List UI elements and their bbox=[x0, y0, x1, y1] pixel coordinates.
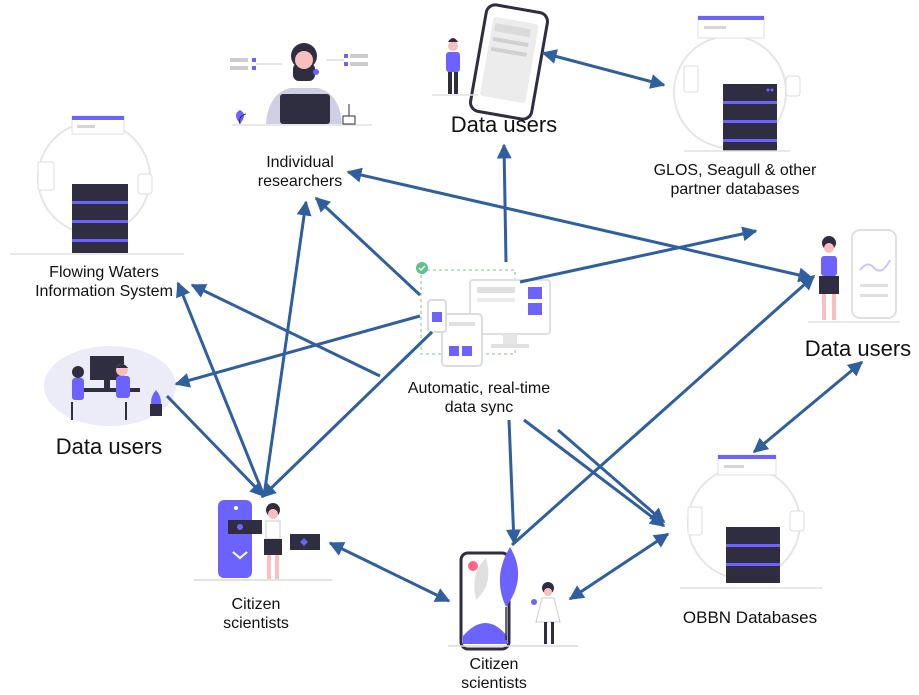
arrow-right-users-obbn bbox=[752, 360, 864, 454]
phone-leaf-illustration bbox=[448, 547, 578, 651]
arrows-group bbox=[165, 49, 864, 603]
mobile-app-person-illustration bbox=[808, 229, 900, 323]
arrow-citizen-left-bottom bbox=[328, 541, 451, 603]
label-citizen-bottom: Citizen scientists bbox=[461, 656, 527, 692]
laptop-researcher-illustration bbox=[230, 43, 372, 126]
phone-person-illustration bbox=[432, 3, 549, 121]
label-left-data-users: Data users bbox=[55, 434, 163, 459]
arrow-top-users-partner bbox=[541, 49, 666, 89]
arrow-obbn-feed bbox=[557, 428, 666, 524]
label-center-sync: Automatic, real-time data sync bbox=[407, 380, 551, 416]
server-illustration bbox=[10, 115, 184, 255]
server-illustration bbox=[680, 454, 822, 589]
label-right-data-users: Data users bbox=[804, 336, 912, 361]
arrow-citizen-left-researchers bbox=[262, 200, 312, 497]
arrow-sync-partner bbox=[519, 226, 758, 284]
arrow-sync-fwis-path bbox=[190, 283, 381, 378]
label-fwis: Flowing Waters Information System bbox=[35, 264, 173, 300]
phone-woman-illustration bbox=[194, 500, 332, 581]
label-top-data-users: Data users bbox=[450, 112, 558, 137]
arrow-researchers-right-users bbox=[346, 167, 814, 283]
arrow-sync-citizen-bottom bbox=[505, 419, 521, 545]
arrow-sync-top-users bbox=[496, 143, 512, 263]
label-partner-databases: GLOS, Seagull & other partner databases bbox=[653, 162, 817, 198]
arrow-citizen-left-left-users bbox=[165, 394, 266, 498]
devices-sync-illustration bbox=[416, 262, 551, 367]
label-citizen-left: Citizen scientists bbox=[223, 596, 289, 632]
server-illustration bbox=[673, 15, 801, 152]
label-individual-researchers: Individual researchers bbox=[257, 154, 343, 190]
arrow-citizen-bottom-right-users bbox=[511, 274, 816, 547]
arrow-sync-left-users bbox=[174, 314, 421, 388]
arrow-citizen-left-fwis bbox=[176, 281, 266, 497]
label-obbn-databases: OBBN Databases bbox=[682, 608, 818, 627]
arrow-sync-citizen-left bbox=[260, 330, 434, 499]
desk-team-illustration bbox=[44, 346, 176, 426]
arrow-citizen-bottom-obbn bbox=[568, 532, 670, 601]
arrow-sync-researchers bbox=[314, 196, 422, 297]
